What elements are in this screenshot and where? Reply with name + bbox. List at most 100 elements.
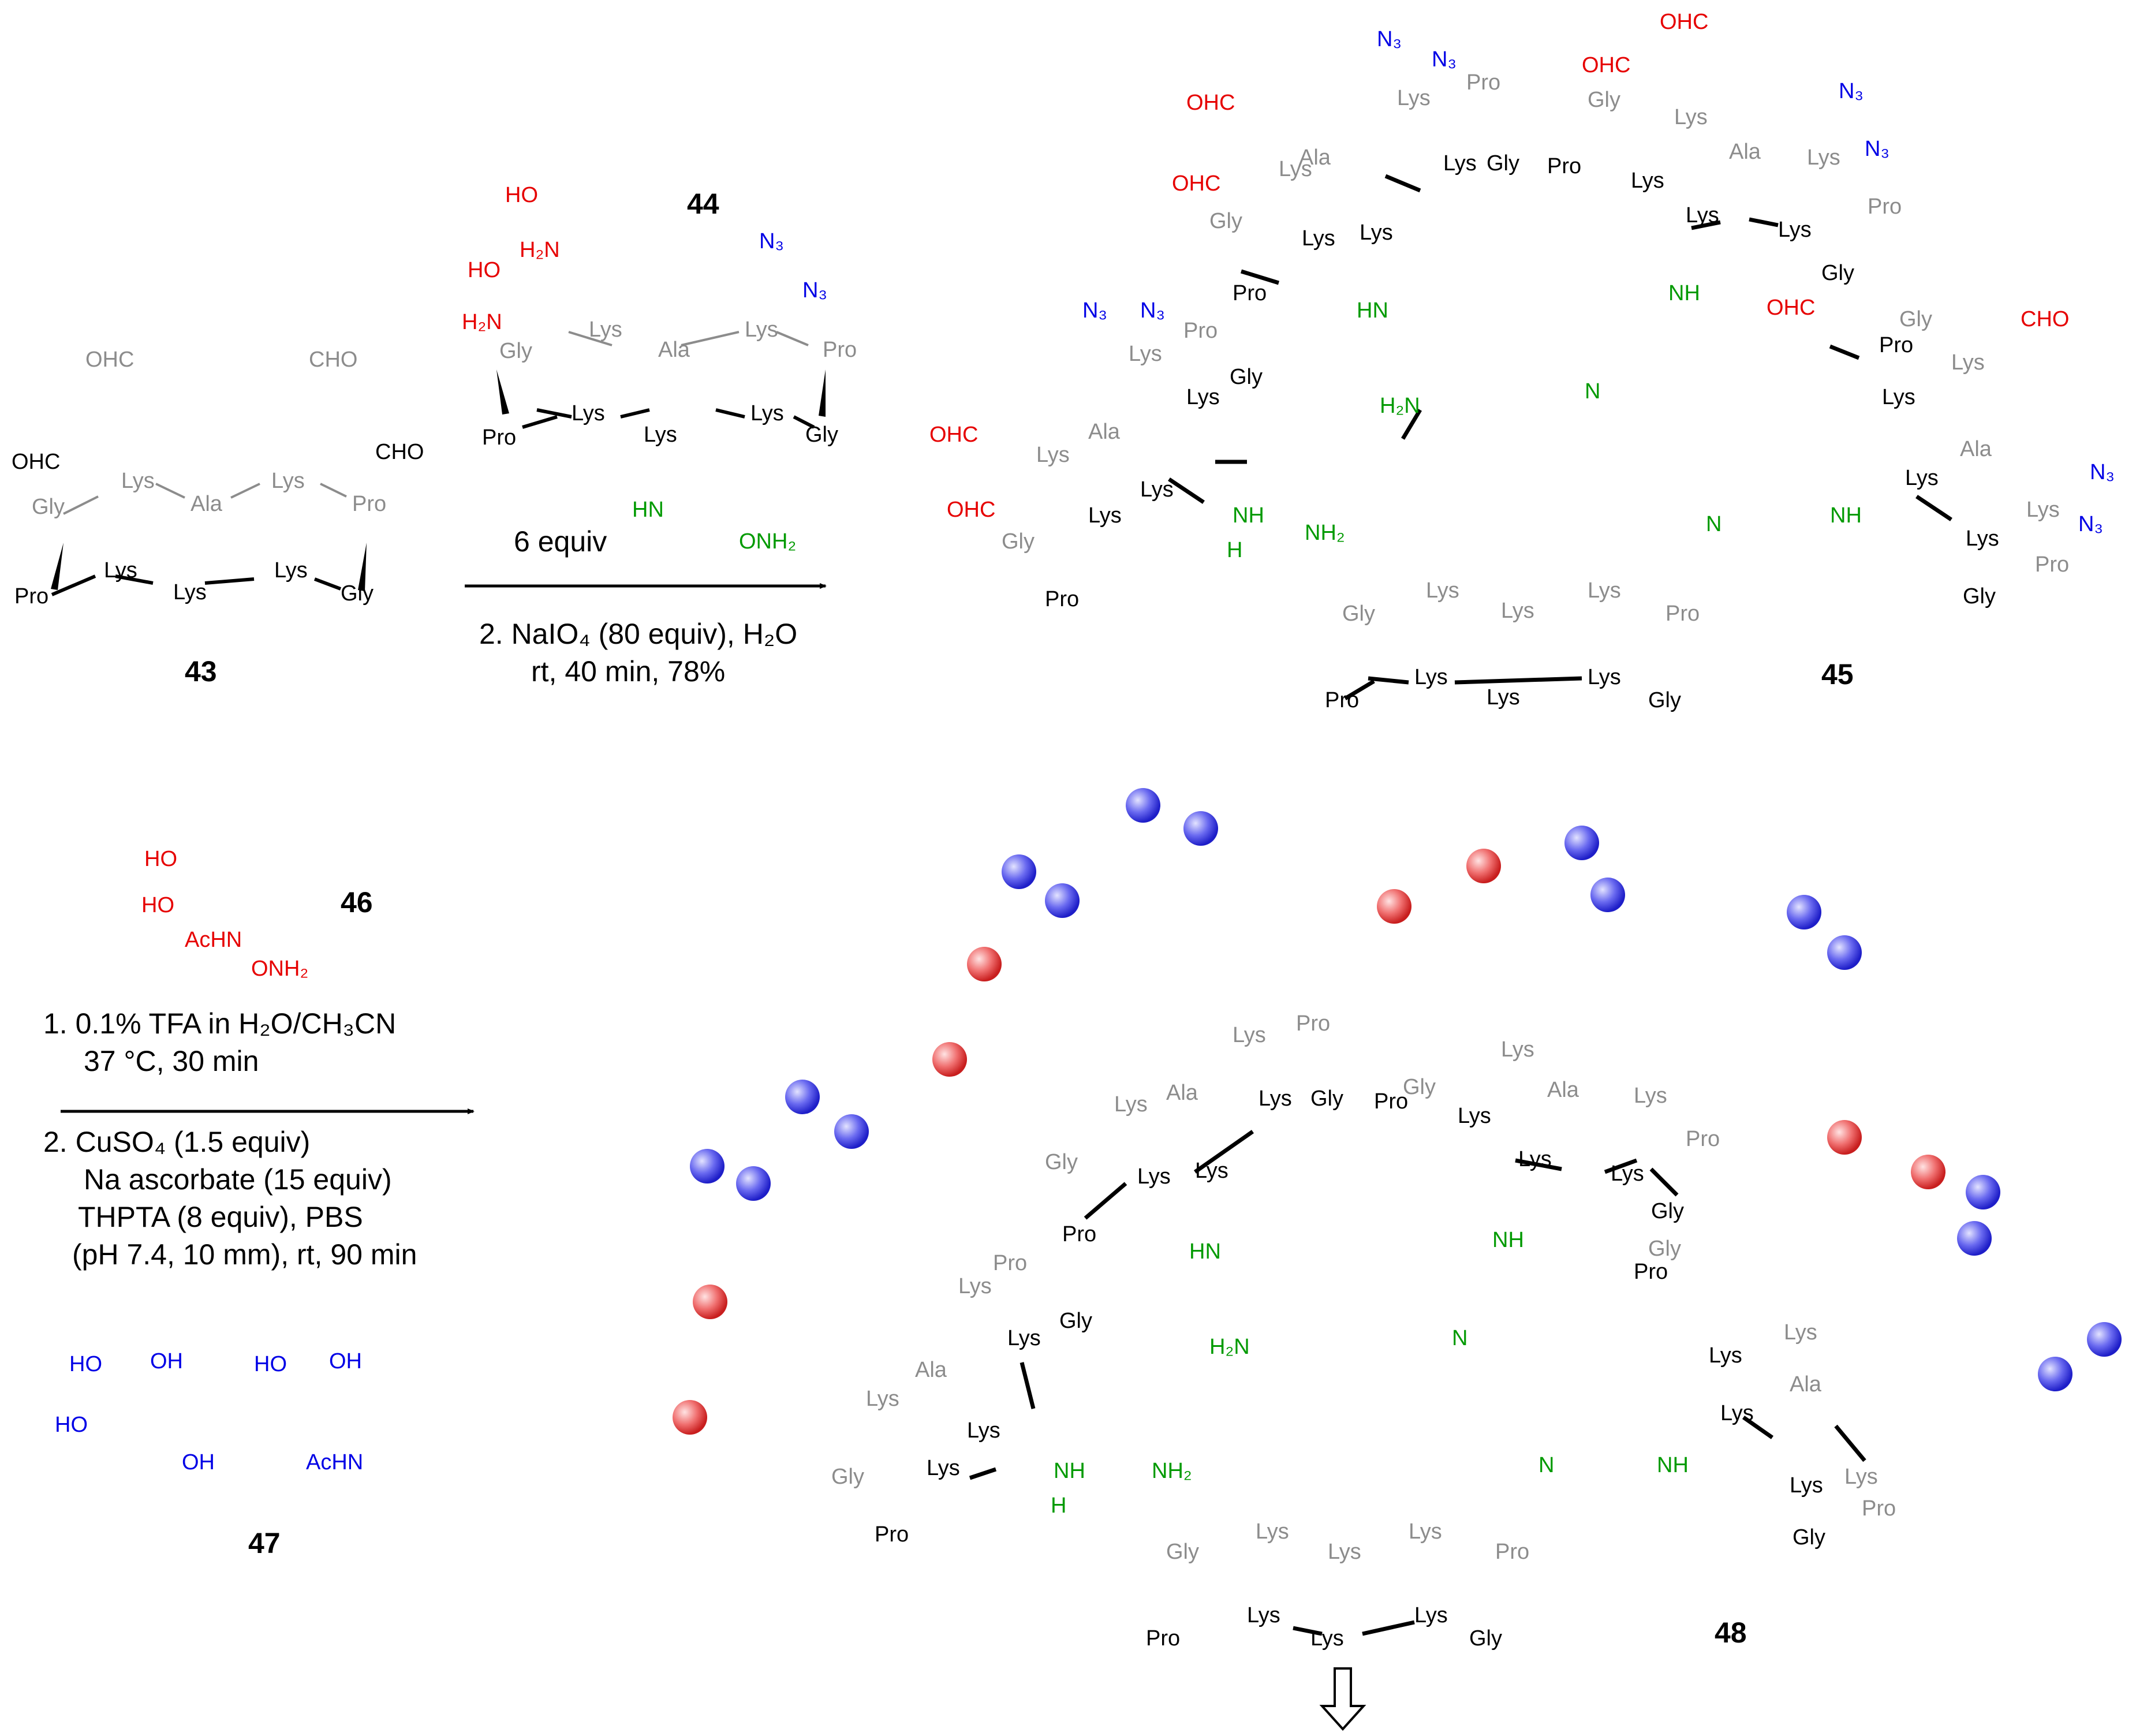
lys-label: Lys <box>1882 385 1915 409</box>
compound-number: 44 <box>687 188 719 220</box>
oh-label: OH <box>150 1349 183 1373</box>
sphere-icon <box>1827 935 1862 970</box>
nh2-label: NH₂ <box>1152 1459 1192 1483</box>
n3-label: N₃ <box>1865 137 1889 161</box>
gly-label: Gly <box>1963 584 1996 608</box>
lys-label: Lys <box>1443 151 1477 176</box>
nh-label: NH <box>1830 503 1862 528</box>
lys-label: Lys <box>1007 1326 1041 1350</box>
lys-label: Lys <box>1720 1401 1754 1425</box>
conditions-line: 2. CuSO₄ (1.5 equiv) <box>43 1126 310 1158</box>
pro-label: Pro <box>1634 1260 1668 1284</box>
ach-label: AcHN <box>306 1450 363 1474</box>
gly-label: Gly <box>805 423 838 447</box>
onh2-label: ONH₂ <box>739 529 796 554</box>
gly-label: Gly <box>1403 1075 1436 1099</box>
gly-label: Gly <box>1899 307 1932 331</box>
lys-label: Lys <box>1905 466 1939 490</box>
gly-label: Gly <box>1487 151 1519 176</box>
pro-label: Pro <box>1666 602 1700 626</box>
lys-label: Lys <box>1036 443 1070 467</box>
lys-label: Lys <box>1611 1162 1644 1186</box>
pro-label: Pro <box>1686 1127 1720 1151</box>
sphere-icon <box>2087 1322 2122 1357</box>
nh2-label: NH₂ <box>1305 521 1345 545</box>
lys-label: Lys <box>958 1274 992 1298</box>
lys-label: Lys <box>1501 1037 1534 1062</box>
compound-number: 46 <box>341 886 373 919</box>
compound-44 <box>496 331 826 429</box>
sphere-icon <box>967 947 1002 981</box>
h2n-label: H₂N <box>1380 394 1420 418</box>
gly-label: Gly <box>32 495 65 519</box>
pro-label: Pro <box>1374 1089 1408 1114</box>
gly-label: Gly <box>1342 602 1375 626</box>
gly-label: Gly <box>1310 1087 1343 1111</box>
sphere-icon <box>690 1149 725 1184</box>
hn-label: HN <box>1189 1240 1221 1264</box>
lys-label: Lys <box>1195 1159 1228 1183</box>
conditions-line: THPTA (8 equiv), PBS <box>78 1201 363 1233</box>
ala-label: Ala <box>915 1358 947 1382</box>
ohc-label: OHC <box>1172 171 1220 196</box>
lys-label: Lys <box>1328 1540 1361 1564</box>
compound-48 <box>969 1130 1866 1636</box>
pro-label: Pro <box>1045 587 1079 611</box>
pro-label: Pro <box>1233 281 1267 305</box>
gly-label: Gly <box>831 1465 864 1489</box>
sphere-icon <box>1183 811 1218 846</box>
lys-label: Lys <box>1409 1520 1442 1544</box>
pro-label: Pro <box>482 425 516 450</box>
lys-label: Lys <box>1518 1147 1552 1171</box>
ala-label: Ala <box>1166 1081 1198 1105</box>
gly-label: Gly <box>1002 529 1035 554</box>
lys-label: Lys <box>1458 1104 1491 1128</box>
ala-label: Ala <box>1547 1078 1579 1102</box>
lys-label: Lys <box>1414 665 1448 689</box>
lys-label: Lys <box>1247 1603 1280 1627</box>
lys-label: Lys <box>1631 169 1664 193</box>
pro-label: Pro <box>2035 552 2069 577</box>
lys-label: Lys <box>589 318 622 342</box>
lys-label: Lys <box>866 1387 899 1411</box>
gly-label: Gly <box>1059 1309 1092 1333</box>
sphere-icon <box>2038 1357 2072 1391</box>
ala-label: Ala <box>1729 140 1761 164</box>
lys-label: Lys <box>1302 226 1335 251</box>
compound-number: 43 <box>185 655 217 688</box>
ala-label: Ala <box>1088 420 1121 444</box>
conditions-line: Na ascorbate (15 equiv) <box>84 1163 392 1196</box>
compound-45 <box>1168 174 1952 701</box>
compound-43 <box>51 483 367 596</box>
ohc-label: OHC <box>1582 53 1630 77</box>
sphere-icon <box>1564 826 1599 860</box>
gly-label: Gly <box>1469 1626 1502 1651</box>
sphere-icon <box>736 1166 771 1201</box>
lys-label: Lys <box>1186 385 1220 409</box>
ohc-label: OHC <box>1186 91 1235 115</box>
pro-label: Pro <box>1296 1011 1330 1036</box>
gly-label: Gly <box>1166 1540 1199 1564</box>
lys-label: Lys <box>1674 105 1708 129</box>
sphere-icon <box>834 1114 869 1149</box>
conditions-line: 2. NaIO₄ (80 equiv), H₂O <box>479 618 797 650</box>
h-label: H <box>1051 1494 1066 1518</box>
lys-label: Lys <box>1259 1087 1292 1111</box>
lys-label: Lys <box>1790 1473 1823 1498</box>
ach-label: AcHN <box>185 928 242 952</box>
h2n-label: H₂N <box>1209 1335 1250 1359</box>
gly-label: Gly <box>1648 688 1681 712</box>
lys-label: Lys <box>274 558 308 583</box>
pro-label: Pro <box>1466 70 1500 95</box>
n3-label: N₃ <box>802 278 827 303</box>
gly-label: Gly <box>1648 1237 1681 1261</box>
sphere-icon <box>673 1400 707 1435</box>
lys-label: Lys <box>1360 221 1393 245</box>
hollow-down-arrow-icon <box>1319 1667 1366 1731</box>
nh-label: NH <box>1233 503 1264 528</box>
n3-label: N₃ <box>1140 298 1165 323</box>
nh-label: NH <box>1492 1228 1524 1252</box>
ohc-label: OHC <box>1660 10 1708 34</box>
gly-label: Gly <box>341 581 374 606</box>
pro-label: Pro <box>1862 1496 1896 1521</box>
